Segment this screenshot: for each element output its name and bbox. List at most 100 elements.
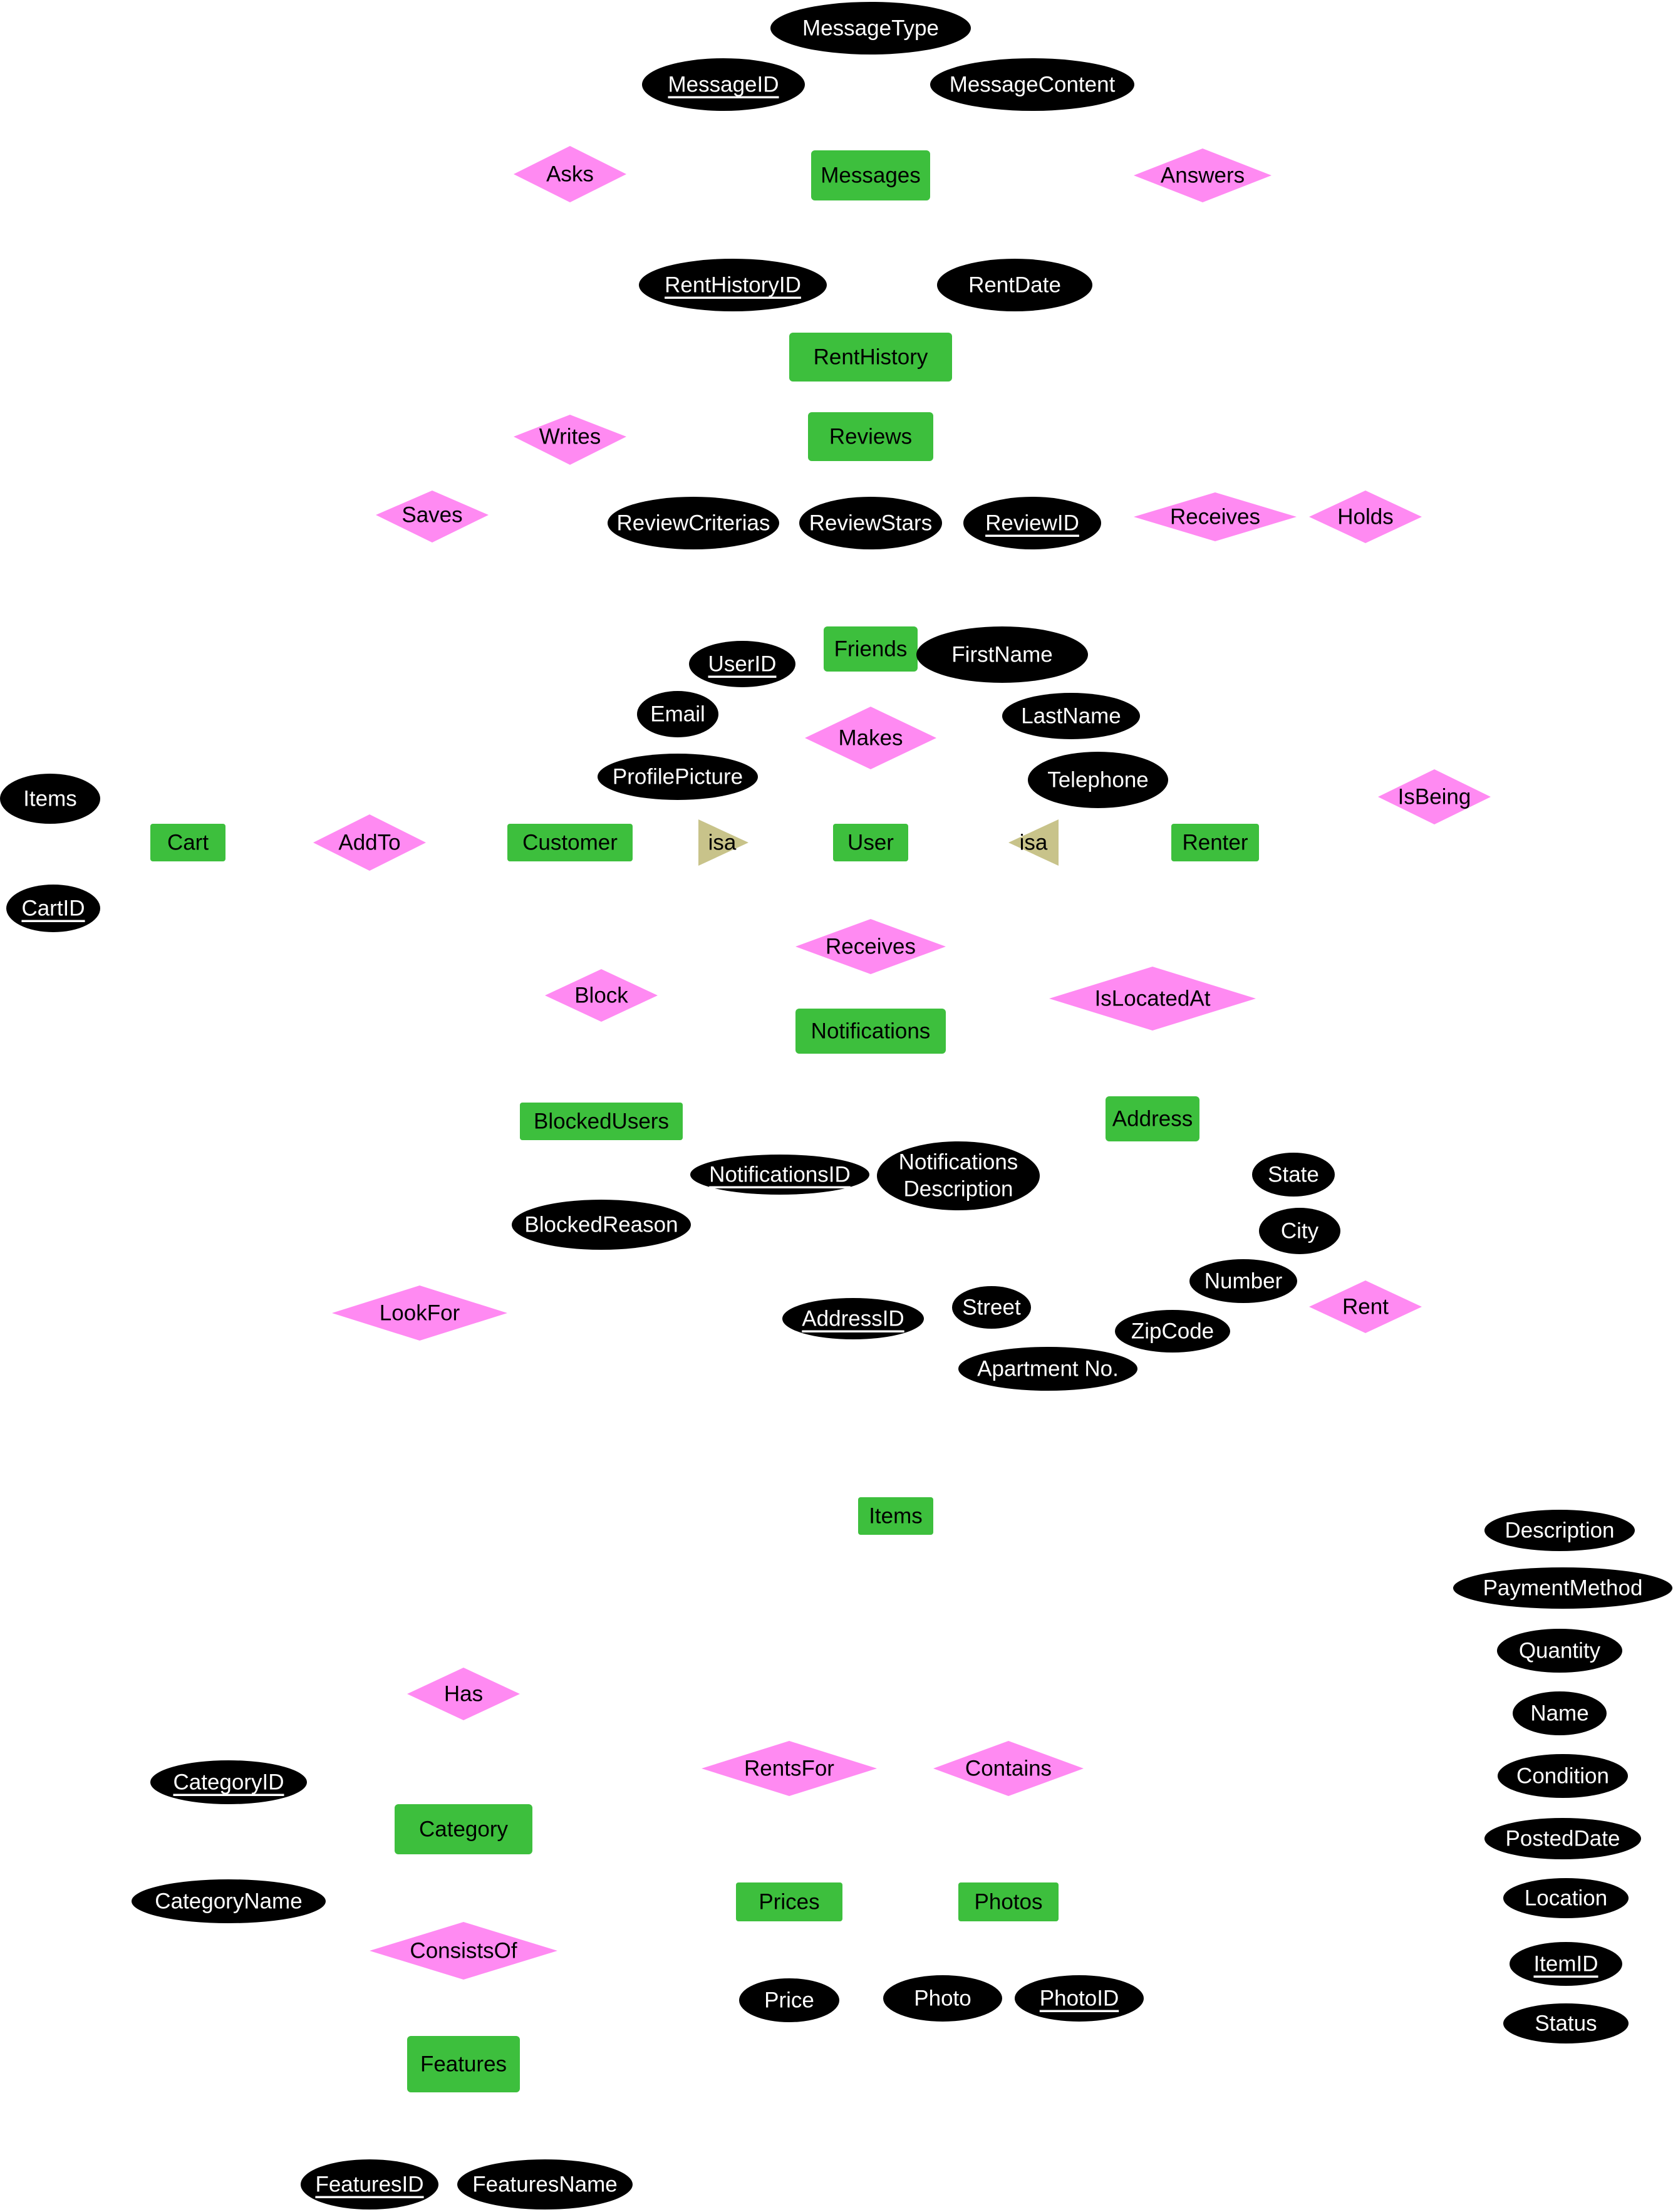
relationship-receives-review[interactable]: Receives [1134,492,1297,541]
attribute-cart-items[interactable]: Items [0,774,100,824]
attribute-rent-history-id-key[interactable]: RentHistoryID [639,259,827,311]
entity-items[interactable]: Items [858,1497,933,1535]
entity-cart[interactable]: Cart [150,824,225,861]
relationship-holds[interactable]: Holds [1309,491,1422,543]
entity-friends[interactable]: Friends [824,626,918,672]
attribute-blocked-reason[interactable]: BlockedReason [512,1200,691,1250]
svg-text:BlockedUsers: BlockedUsers [534,1109,669,1134]
attribute-cart-id-key[interactable]: CartID [6,885,100,932]
svg-text:BlockedReason: BlockedReason [524,1213,678,1237]
attribute-quantity[interactable]: Quantity [1497,1629,1622,1673]
svg-text:Block: Block [574,984,628,1008]
attribute-category-name[interactable]: CategoryName [132,1879,326,1923]
attribute-message-content[interactable]: MessageContent [930,58,1134,111]
attribute-last-name[interactable]: LastName [1002,693,1140,739]
entity-address[interactable]: Address [1106,1096,1199,1141]
svg-text:isa: isa [708,831,737,855]
svg-text:Condition: Condition [1516,1764,1609,1789]
attribute-condition[interactable]: Condition [1498,1754,1628,1798]
attribute-location[interactable]: Location [1503,1878,1629,1918]
relationship-has[interactable]: Has [407,1668,520,1720]
attribute-telephone[interactable]: Telephone [1028,752,1168,808]
attribute-profile-picture[interactable]: ProfilePicture [598,754,758,800]
entity-messages[interactable]: Messages [811,150,930,200]
attribute-address-id-key[interactable]: AddressID [782,1298,924,1339]
svg-text:Receives: Receives [826,935,916,959]
entity-blocked-users[interactable]: BlockedUsers [520,1103,683,1140]
attribute-features-name[interactable]: FeaturesName [457,2159,633,2209]
attribute-apartment-no[interactable]: Apartment No. [958,1347,1137,1391]
attribute-price[interactable]: Price [739,1978,839,2022]
svg-text:ConsistsOf: ConsistsOf [410,1939,517,1963]
entity-user[interactable]: User [833,824,908,861]
svg-text:Receives: Receives [1170,505,1260,529]
attribute-state[interactable]: State [1252,1153,1335,1197]
relationship-rents-for[interactable]: RentsFor [702,1741,877,1796]
svg-text:ReviewID: ReviewID [985,511,1079,536]
svg-text:ZipCode: ZipCode [1131,1319,1214,1344]
attribute-item-id-key[interactable]: ItemID [1510,1942,1622,1986]
relationship-answers[interactable]: Answers [1134,148,1272,202]
attribute-number[interactable]: Number [1189,1259,1297,1303]
entity-photos[interactable]: Photos [958,1882,1059,1921]
svg-text:Description: Description [903,1177,1013,1202]
svg-text:isa: isa [1020,831,1048,855]
relationship-contains[interactable]: Contains [933,1741,1084,1796]
relationship-block[interactable]: Block [545,969,658,1022]
svg-text:Street: Street [962,1296,1021,1320]
relationship-writes[interactable]: Writes [514,415,626,465]
entity-renter[interactable]: Renter [1171,824,1259,861]
svg-text:RentHistoryID: RentHistoryID [665,273,801,298]
relationship-is-being[interactable]: IsBeing [1378,769,1491,824]
attribute-posted-date[interactable]: PostedDate [1484,1818,1641,1859]
entity-category[interactable]: Category [395,1804,532,1854]
svg-text:Location: Location [1525,1886,1607,1911]
svg-text:RentDate: RentDate [968,273,1061,298]
entity-features[interactable]: Features [407,2036,520,2092]
relationship-consists-of[interactable]: ConsistsOf [370,1922,557,1980]
attribute-first-name[interactable]: FirstName [916,626,1088,683]
relationship-is-located-at[interactable]: IsLocatedAt [1049,967,1256,1031]
attribute-category-id-key[interactable]: CategoryID [150,1760,307,1804]
attribute-rent-date[interactable]: RentDate [937,259,1092,311]
isa-renter-triangle[interactable]: isa [1008,819,1059,866]
isa-customer-triangle[interactable]: isa [698,819,748,866]
attribute-message-id-key[interactable]: MessageID [642,58,805,111]
attribute-user-id-key[interactable]: UserID [689,641,795,687]
attribute-notifications-id-key[interactable]: NotificationsID [690,1155,869,1195]
relationship-add-to[interactable]: AddTo [313,814,426,871]
attribute-photo[interactable]: Photo [883,1975,1002,2022]
entity-rent-history[interactable]: RentHistory [789,333,952,382]
svg-text:ProfilePicture: ProfilePicture [613,765,743,789]
attribute-notifications-description[interactable]: Notifications Description [877,1141,1040,1210]
attribute-payment-method[interactable]: PaymentMethod [1453,1567,1672,1609]
attribute-email[interactable]: Email [637,691,718,737]
attribute-status[interactable]: Status [1503,2003,1629,2043]
attribute-features-id-key[interactable]: FeaturesID [301,2159,438,2209]
attribute-review-criterias[interactable]: ReviewCriterias [608,497,779,549]
svg-text:City: City [1281,1219,1319,1244]
relationship-makes[interactable]: Makes [805,707,936,769]
attribute-zip-code[interactable]: ZipCode [1115,1310,1230,1353]
attribute-photo-id-key[interactable]: PhotoID [1015,1975,1144,2022]
entity-customer[interactable]: Customer [507,824,633,861]
svg-text:Writes: Writes [539,425,601,449]
relationship-saves[interactable]: Saves [376,491,489,543]
attribute-message-type[interactable]: MessageType [770,2,971,55]
relationship-asks[interactable]: Asks [514,146,626,202]
attribute-review-id-key[interactable]: ReviewID [963,497,1101,549]
entity-reviews[interactable]: Reviews [808,412,933,461]
entity-prices[interactable]: Prices [736,1882,842,1921]
attribute-description[interactable]: Description [1484,1510,1635,1551]
entity-notifications[interactable]: Notifications [795,1009,946,1054]
svg-text:Rent: Rent [1342,1295,1389,1319]
attribute-street[interactable]: Street [952,1286,1031,1329]
relationship-look-for[interactable]: LookFor [332,1285,507,1341]
attribute-review-stars[interactable]: ReviewStars [799,497,942,549]
attribute-city[interactable]: City [1259,1208,1340,1254]
svg-text:UserID: UserID [708,652,777,677]
attribute-name[interactable]: Name [1513,1691,1607,1735]
svg-text:Category: Category [419,1817,509,1842]
relationship-receives-notification[interactable]: Receives [795,919,946,974]
relationship-rent[interactable]: Rent [1309,1280,1422,1333]
